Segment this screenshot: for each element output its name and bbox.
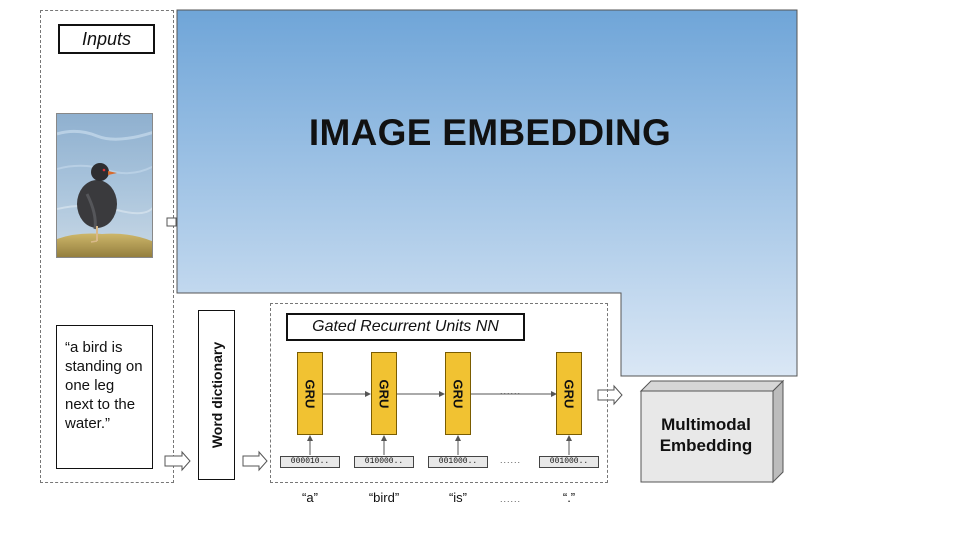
image-embedding-label: IMAGE EMBEDDING	[308, 112, 672, 153]
gru-title-text: Gated Recurrent Units NN	[312, 318, 499, 335]
inputs-panel	[40, 10, 174, 483]
input-word: “.”	[562, 490, 576, 505]
vector-ellipsis: ......	[500, 455, 522, 465]
gru-panel	[270, 303, 608, 483]
one-hot-vector: 001000..	[428, 456, 488, 468]
input-word: “a”	[302, 490, 318, 505]
gru-unit-label: GRU	[302, 379, 318, 408]
gru-unit: GRU	[371, 352, 397, 435]
word-dictionary-box: Word dictionary	[198, 310, 235, 480]
input-word: “bird”	[368, 490, 400, 505]
one-hot-vector: 010000..	[354, 456, 414, 468]
multimodal-box-top	[639, 380, 785, 392]
arrow-dict-to-gru	[242, 450, 268, 472]
one-hot-vector: 000010..	[280, 456, 340, 468]
one-hot-vector: 001000..	[539, 456, 599, 468]
multimodal-box-side	[772, 379, 784, 484]
bird-photo	[56, 113, 153, 258]
gru-unit-label: GRU	[450, 379, 466, 408]
word-ellipsis: ......	[500, 494, 522, 504]
word-dictionary-label: Word dictionary	[208, 341, 225, 449]
gru-unit-label: GRU	[376, 379, 392, 408]
inputs-title: Inputs	[58, 24, 155, 54]
inputs-title-text: Inputs	[81, 28, 132, 49]
multimodal-embedding-label: Multimodal Embedding	[659, 415, 753, 455]
input-word: “is”	[448, 490, 468, 505]
gru-unit-label: GRU	[561, 379, 577, 408]
gru-unit: GRU	[445, 352, 471, 435]
multimodal-box-front	[640, 390, 774, 483]
arrow-gru-to-multimodal	[597, 384, 623, 406]
gru-unit: GRU	[297, 352, 323, 435]
gru-title: Gated Recurrent Units NN	[286, 313, 525, 341]
caption-box: “a bird is standing on one leg next to t…	[56, 325, 153, 469]
caption-text: “a bird is standing on one leg next to t…	[65, 339, 143, 432]
gru-unit: GRU	[556, 352, 582, 435]
image-connector	[166, 217, 177, 227]
arrow-caption-to-dict	[164, 450, 191, 472]
gru-ellipsis: ......	[500, 386, 522, 396]
image-embedding-region	[176, 9, 798, 377]
